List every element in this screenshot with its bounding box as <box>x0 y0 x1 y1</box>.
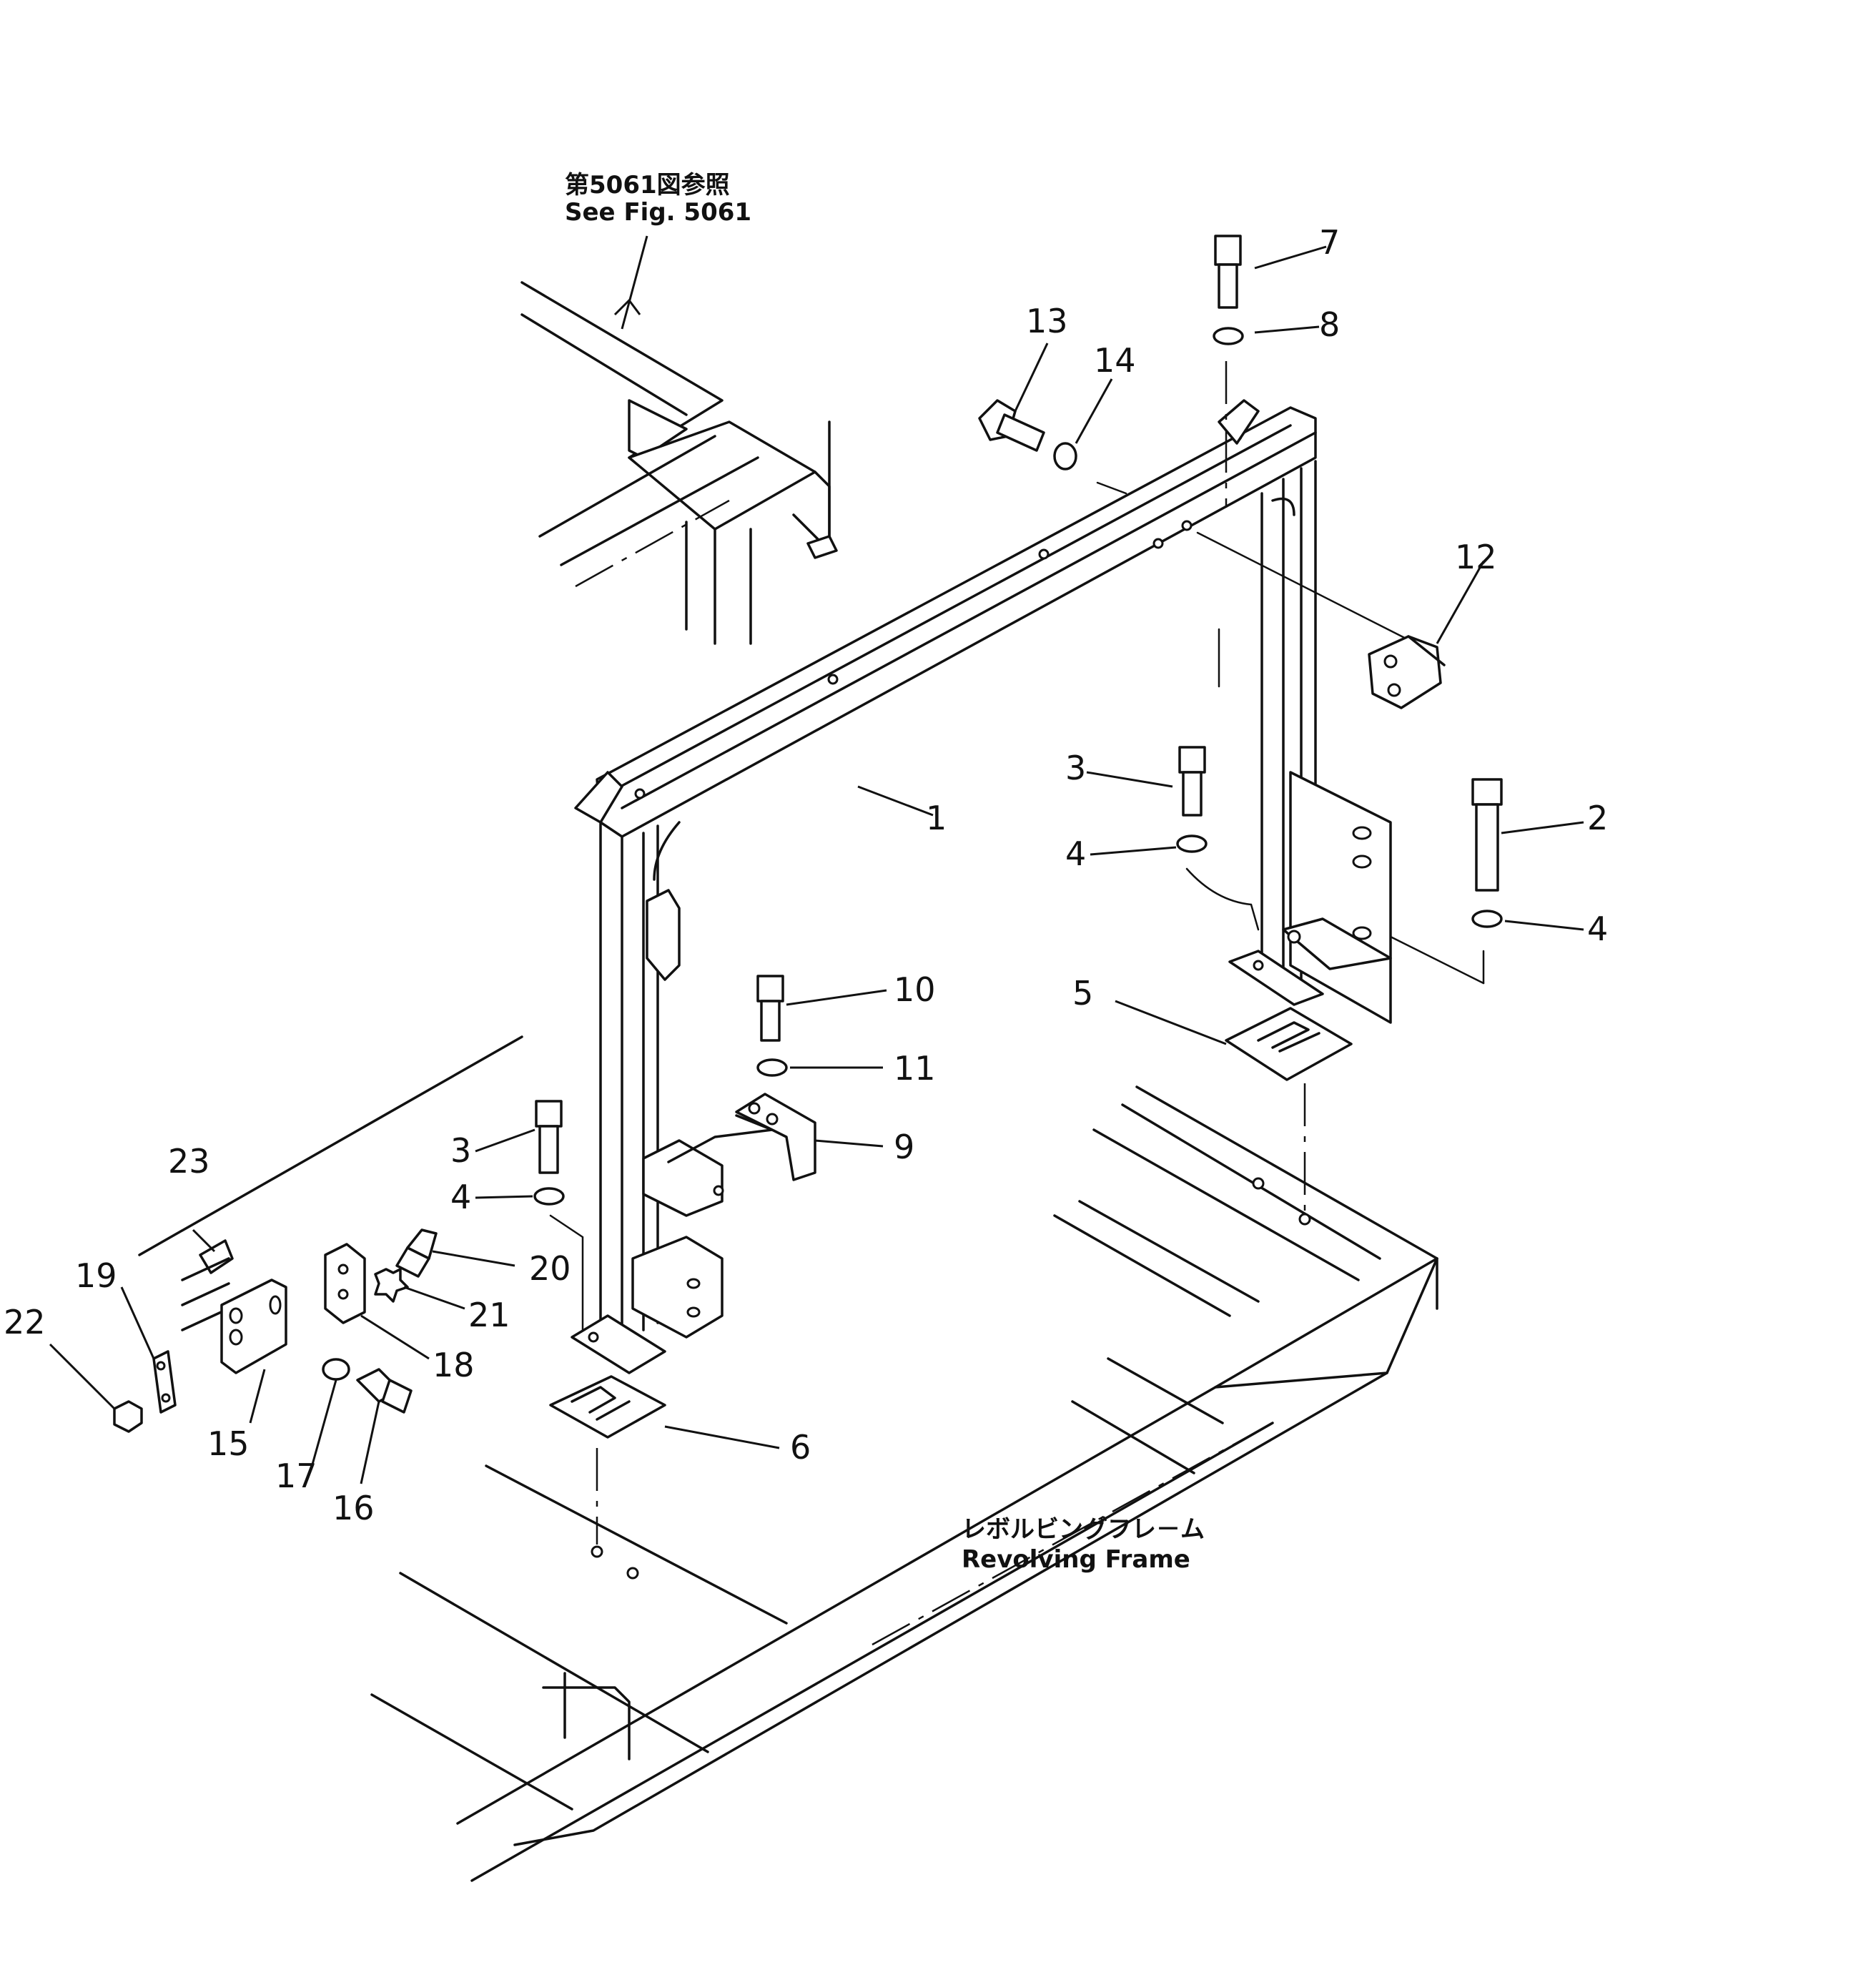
ref-note-en: See Fig. 5061 <box>565 198 751 227</box>
shim-plates <box>549 1007 1353 1439</box>
bolt-16 <box>356 1368 413 1414</box>
bolt-10 <box>756 975 784 1042</box>
ref-note-jp: 第5061図参照 <box>565 171 730 200</box>
frame-note-jp: レボルビングフレ－ム <box>962 1515 1205 1544</box>
callout-8: 8 <box>1319 305 1340 344</box>
bolt-13 <box>978 399 1045 452</box>
callout-1: 1 <box>926 799 947 837</box>
washer-14 <box>1053 442 1077 471</box>
reference-frame-assembly <box>520 281 838 645</box>
right-mounting-plate <box>1228 771 1392 1024</box>
callout-21: 21 <box>468 1296 510 1334</box>
callout-7: 7 <box>1319 223 1340 262</box>
callout-13: 13 <box>1026 302 1068 340</box>
callout-19: 19 <box>75 1256 117 1295</box>
bolt-2 <box>1471 778 1503 892</box>
washer-4-far-right <box>1471 910 1503 928</box>
washer-11 <box>756 1058 788 1077</box>
main-gate-frame <box>574 399 1317 1346</box>
callout-20: 20 <box>529 1249 571 1288</box>
callout-leader-lines <box>49 235 1584 1484</box>
clamp-12 <box>1368 635 1446 709</box>
callout-16: 16 <box>332 1489 375 1527</box>
washer-4-left <box>533 1187 565 1206</box>
left-base-brackets <box>571 1139 724 1374</box>
callout-22: 22 <box>4 1303 46 1341</box>
bolt-3-right <box>1178 746 1206 817</box>
callout-10: 10 <box>894 970 936 1009</box>
bolt-7 <box>1214 235 1242 309</box>
bolt-3-left <box>535 1100 563 1174</box>
washer-4-right <box>1176 834 1208 853</box>
callout-18: 18 <box>433 1346 475 1384</box>
reference-notes: 第5061図参照 See Fig. 5061 レボルビングフレ－ム Revolv… <box>565 171 1205 1574</box>
callout-15: 15 <box>207 1424 250 1463</box>
callout-4b: 4 <box>1587 910 1608 948</box>
callout-labels: 1 2 3 3 4 4 4 5 6 7 8 9 10 11 12 13 14 1… <box>4 223 1608 1527</box>
screw-20 <box>395 1228 438 1278</box>
callout-11: 11 <box>894 1049 936 1088</box>
plate-18 <box>324 1243 366 1324</box>
strap-19 <box>152 1350 177 1414</box>
bracket-15 <box>220 1279 287 1374</box>
callout-14: 14 <box>1094 341 1136 380</box>
callout-5: 5 <box>1072 974 1093 1013</box>
callout-3a: 3 <box>1065 749 1086 787</box>
callout-17: 17 <box>275 1457 317 1495</box>
shim-23 <box>181 1239 234 1331</box>
frame-note-en: Revolving Frame <box>962 1545 1190 1574</box>
washer-8 <box>1213 327 1244 345</box>
callout-12: 12 <box>1455 538 1497 576</box>
callout-4a: 4 <box>1065 834 1086 873</box>
callout-4c: 4 <box>450 1178 471 1216</box>
callout-3b: 3 <box>450 1131 471 1170</box>
callout-6: 6 <box>790 1428 811 1467</box>
callout-23: 23 <box>168 1142 210 1181</box>
revolving-frame <box>138 1035 1438 1882</box>
lockwasher-21 <box>374 1268 409 1303</box>
bracket-9 <box>735 1093 816 1181</box>
callout-9: 9 <box>894 1128 914 1166</box>
assembly-axis-lines <box>549 361 1485 1545</box>
washer-17 <box>322 1358 350 1381</box>
callout-2: 2 <box>1587 799 1608 837</box>
nut-22 <box>113 1400 143 1433</box>
